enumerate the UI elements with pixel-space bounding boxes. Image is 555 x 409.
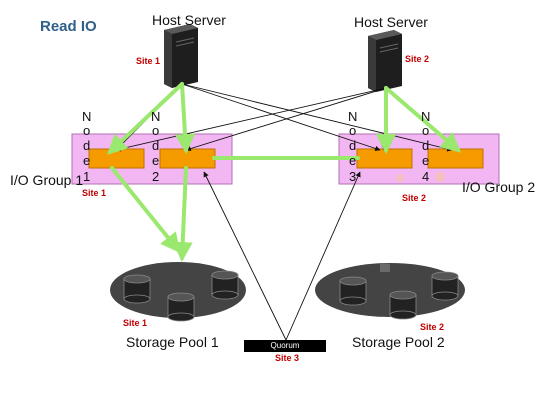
node-2-card bbox=[159, 148, 216, 169]
host-server-2-label: Host Server bbox=[354, 14, 428, 30]
io-group-2-label: I/O Group 2 bbox=[462, 179, 536, 195]
storage-pool-2-label: Storage Pool 2 bbox=[352, 334, 445, 350]
host-server-1-site: Site 1 bbox=[136, 56, 161, 66]
storage-pool-1-icon bbox=[110, 262, 246, 322]
read-io-paths bbox=[107, 82, 462, 262]
storage-pool-2-site: Site 2 bbox=[420, 322, 445, 332]
storage-pool-2-icon bbox=[315, 263, 465, 320]
storage-pool-1-site: Site 1 bbox=[123, 318, 148, 328]
quorum-links bbox=[203, 171, 361, 341]
node-3-card bbox=[356, 148, 413, 169]
node-4-dot bbox=[435, 172, 445, 182]
node-1-card bbox=[88, 148, 145, 169]
storage-pool-1-label: Storage Pool 1 bbox=[126, 334, 219, 350]
node-3-dot bbox=[396, 174, 404, 182]
node-4-card bbox=[427, 148, 484, 169]
quorum-box: Quorum bbox=[244, 340, 326, 352]
host-server-2-site: Site 2 bbox=[405, 54, 430, 64]
diagram-title: Read IO bbox=[40, 18, 97, 35]
quorum-site: Site 3 bbox=[275, 353, 300, 363]
host-server-1-icon bbox=[164, 24, 198, 88]
host-server-2-icon bbox=[368, 30, 402, 92]
host-server-1-label: Host Server bbox=[152, 12, 226, 28]
io-group-1-site: Site 1 bbox=[82, 188, 107, 198]
io-group-1-label: I/O Group 1 bbox=[10, 172, 84, 188]
io-group-2-site: Site 2 bbox=[402, 193, 427, 203]
